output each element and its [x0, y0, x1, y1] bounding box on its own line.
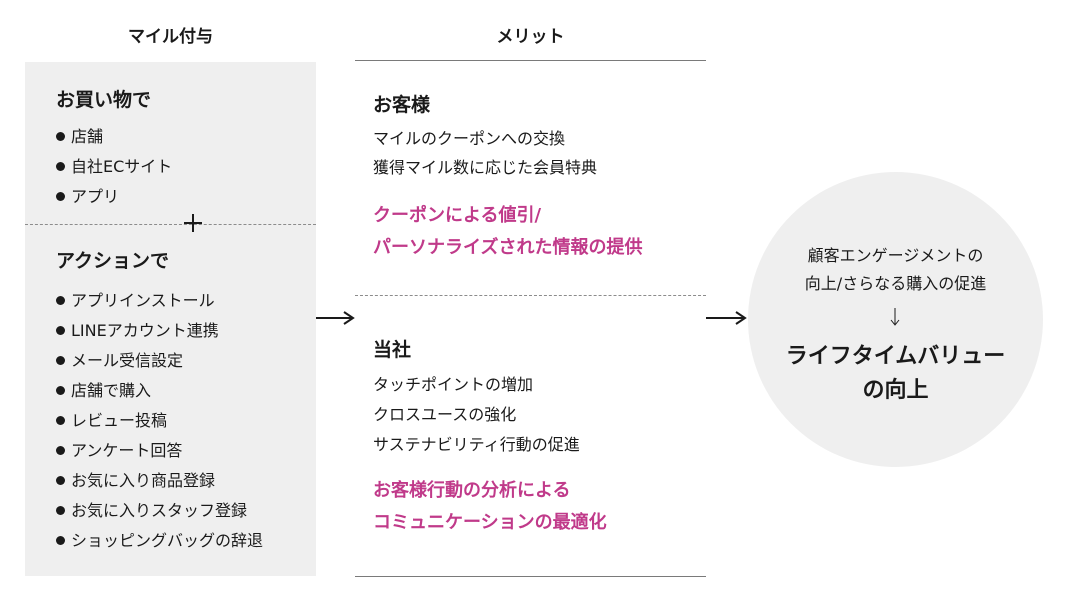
bullet-icon: [56, 536, 65, 545]
bullet-icon: [56, 132, 65, 141]
shopping-list: 店舗 自社ECサイト アプリ: [56, 122, 172, 212]
outcome-circle: 顧客エンゲージメントの 向上/さらなる購入の促進 ライフタイムバリュー の向上: [748, 172, 1043, 467]
mile-grant-panel: お買い物で 店舗 自社ECサイト アプリ アクションで アプリインストール LI…: [25, 62, 316, 576]
list-item: 店舗: [56, 122, 172, 152]
customer-highlight: パーソナライズされた情報の提供: [373, 237, 643, 258]
down-arrow-icon: [890, 308, 900, 326]
lifetime-value-result: ライフタイムバリュー の向上: [785, 344, 1006, 403]
action-section-title: アクションで: [56, 250, 170, 272]
company-highlight: コミュニケーションの最適化: [373, 512, 607, 533]
company-benefit: サステナビリティ行動の促進: [373, 435, 580, 454]
right-arrow-icon: [316, 311, 355, 325]
bullet-icon: [56, 446, 65, 455]
bullet-icon: [56, 192, 65, 201]
bullet-icon: [56, 386, 65, 395]
shopping-section-title: お買い物で: [56, 89, 152, 111]
customer-benefit: 獲得マイル数に応じた会員特典: [373, 158, 598, 177]
list-item: LINEアカウント連携: [56, 316, 263, 346]
plus-icon: [184, 214, 202, 232]
bullet-icon: [56, 356, 65, 365]
bullet-icon: [56, 326, 65, 335]
customer-section-title: お客様: [373, 94, 431, 116]
middle-top-rule: [355, 60, 706, 61]
company-section-title: 当社: [373, 339, 412, 361]
list-item: 店舗で購入: [56, 376, 263, 406]
middle-column-header: メリット: [496, 27, 565, 47]
list-item: アプリ: [56, 182, 172, 212]
list-item: メール受信設定: [56, 346, 263, 376]
bullet-icon: [56, 506, 65, 515]
customer-highlight: クーポンによる値引/: [373, 205, 542, 226]
middle-bottom-rule: [355, 576, 706, 577]
section-divider: [25, 224, 316, 225]
list-item: ショッピングバッグの辞退: [56, 526, 263, 556]
right-arrow-icon: [706, 311, 747, 325]
customer-benefit: マイルのクーポンへの交換: [373, 129, 566, 148]
bullet-icon: [56, 162, 65, 171]
left-column-header: マイル付与: [128, 27, 213, 47]
bullet-icon: [56, 476, 65, 485]
list-item: 自社ECサイト: [56, 152, 172, 182]
list-item: お気に入りスタッフ登録: [56, 496, 263, 526]
company-benefit: タッチポイントの増加: [373, 375, 534, 394]
list-item: アンケート回答: [56, 436, 263, 466]
engagement-text: 顧客エンゲージメントの 向上/さらなる購入の促進: [804, 246, 987, 293]
bullet-icon: [56, 416, 65, 425]
list-item: レビュー投稿: [56, 406, 263, 436]
bullet-icon: [56, 296, 65, 305]
action-list: アプリインストール LINEアカウント連携 メール受信設定 店舗で購入 レビュー…: [56, 286, 263, 556]
company-benefit: クロスユースの強化: [373, 405, 517, 424]
middle-divider: [355, 295, 706, 296]
company-highlight: お客様行動の分析による: [373, 480, 571, 501]
list-item: お気に入り商品登録: [56, 466, 263, 496]
list-item: アプリインストール: [56, 286, 263, 316]
